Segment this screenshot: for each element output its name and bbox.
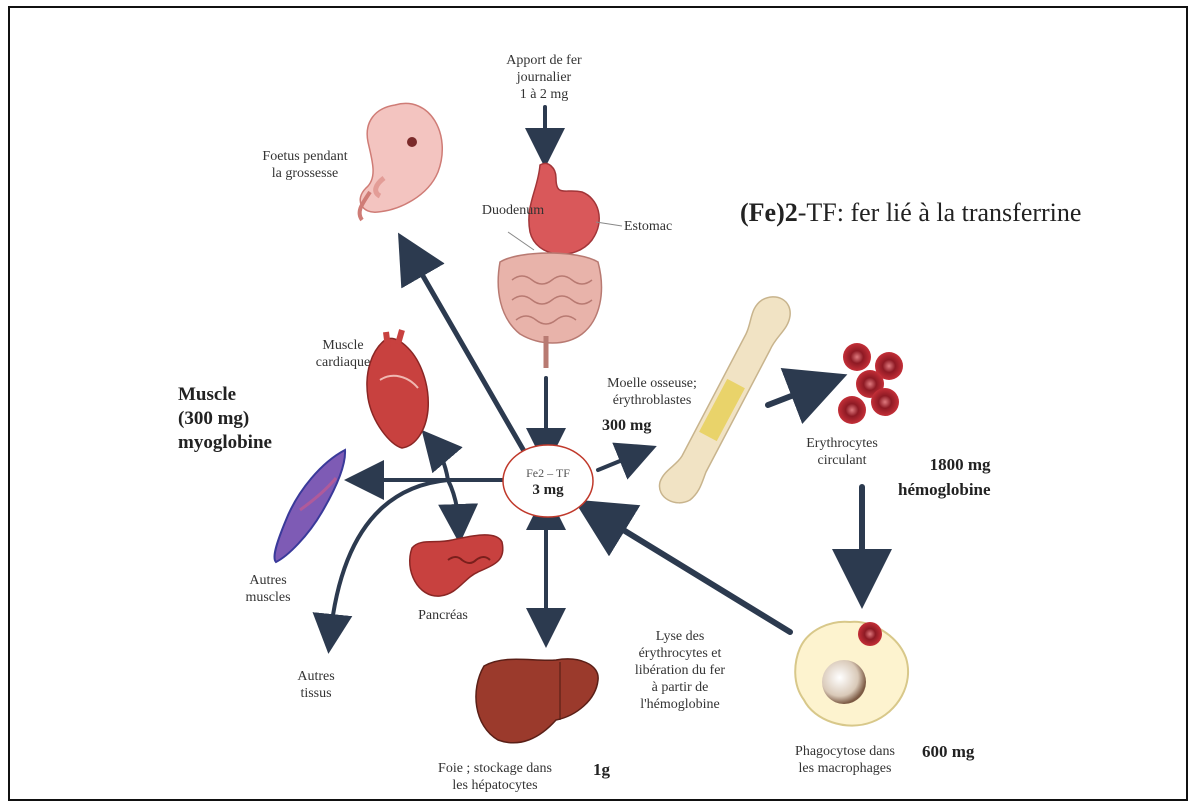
label-erythrocytes-amount: 1800 mg hémoglobine xyxy=(898,452,991,502)
arrow-macrophage-to-center xyxy=(594,512,790,632)
transferrin-pool xyxy=(503,445,593,517)
digestive-illustration xyxy=(498,163,622,368)
transferrin-legend-suffix: -TF: fer lié à la transferrine xyxy=(798,198,1082,227)
transferrin-legend-prefix: (Fe)2 xyxy=(740,198,798,227)
label-muscle-cardiaque: Muscle cardiaque xyxy=(298,337,388,371)
arrow-to-heart xyxy=(432,442,448,480)
label-phagocytose-amount: 600 mg xyxy=(922,742,974,762)
label-muscle-myoglobine: Muscle (300 mg) myoglobine xyxy=(178,383,272,455)
erythrocytes-illustration xyxy=(838,343,903,424)
center-amount: 3 mg xyxy=(520,482,576,499)
arrow-center-to-bone xyxy=(598,452,642,470)
label-duodenum: Duodenum xyxy=(468,202,558,219)
label-foie: Foie ; stockage dans les hépatocytes xyxy=(420,760,570,794)
label-phagocytose: Phagocytose dans les macrophages xyxy=(780,743,910,777)
label-intake: Apport de fer journalier 1 à 2 mg xyxy=(474,52,614,103)
liver-illustration xyxy=(476,659,598,743)
label-moelle: Moelle osseuse; érythroblastes xyxy=(592,375,712,409)
label-pancreas: Pancréas xyxy=(398,607,488,624)
center-formula: Fe2 – TF xyxy=(516,467,580,480)
pancreas-illustration xyxy=(410,535,503,596)
label-autres-muscles: Autres muscles xyxy=(228,572,308,606)
muscle-illustration xyxy=(274,450,345,562)
label-estomac: Estomac xyxy=(624,218,672,235)
label-autres-tissus: Autres tissus xyxy=(276,668,356,702)
label-erythrocytes: Erythrocytes circulant xyxy=(792,435,892,469)
arrow-bone-to-erythrocytes xyxy=(768,383,825,405)
label-foetus: Foetus pendant la grossesse xyxy=(240,148,370,182)
label-foie-amount: 1g xyxy=(593,760,610,780)
label-lyse: Lyse des érythrocytes et libération du f… xyxy=(620,628,740,713)
transferrin-legend: (Fe)2-TF: fer lié à la transferrine xyxy=(740,198,1081,228)
label-moelle-amount: 300 mg xyxy=(602,417,651,435)
macrophage-illustration xyxy=(795,622,908,726)
foetus-illustration xyxy=(360,103,443,220)
arrow-to-pancreas xyxy=(448,480,459,528)
